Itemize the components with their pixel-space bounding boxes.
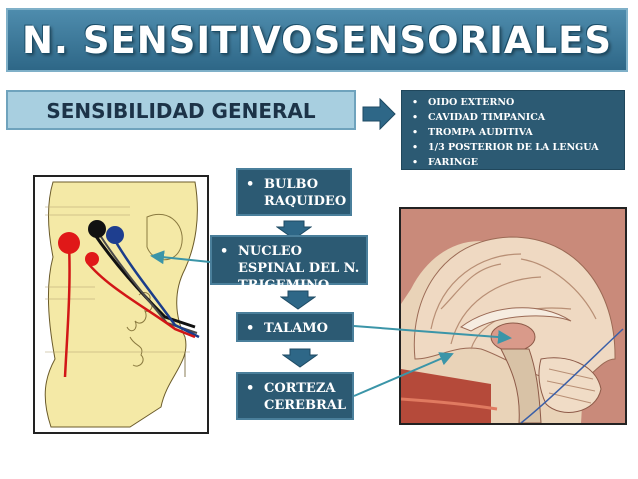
flow-step-label: BULBO RAQUIDEO <box>264 177 347 209</box>
flow-step-bulbo: • BULBO RAQUIDEO <box>236 168 352 216</box>
list-item: TROMPA AUDITIVA <box>412 125 618 140</box>
brainstem-section-image <box>33 175 209 434</box>
list-item: FARINGE <box>412 155 618 170</box>
title-banner: N. SENSITIVOSENSORIALES <box>6 8 628 72</box>
pointer-line-nucleo <box>150 250 211 265</box>
section-label: SENSIBILIDAD GENERAL <box>46 99 316 123</box>
flow-step-label: CORTEZA CEREBRAL <box>264 381 346 413</box>
bullet: • <box>246 321 255 336</box>
bullet: • <box>246 177 255 192</box>
list-item: 1/3 POSTERIOR DE LA LENGUA <box>412 140 618 155</box>
innervation-list-box: OIDO EXTERNO CAVIDAD TIMPANICA TROMPA AU… <box>401 90 625 170</box>
down-arrow-icon <box>282 348 318 368</box>
bullet: • <box>220 244 229 259</box>
right-arrow-icon <box>362 98 396 130</box>
pointer-line-talamo <box>353 325 512 345</box>
pointer-line-corteza <box>353 352 454 397</box>
list-item: CAVIDAD TIMPANICA <box>412 110 618 125</box>
list-item: OIDO EXTERNO <box>412 95 618 110</box>
flow-step-nucleo: • NUCLEO ESPINAL DEL N. TRIGEMINO <box>210 235 368 293</box>
flow-step-corteza: • CORTEZA CEREBRAL <box>236 372 354 420</box>
section-label-box: SENSIBILIDAD GENERAL <box>6 90 356 130</box>
flow-step-talamo: • TALAMO <box>236 312 354 342</box>
bullet: • <box>246 381 255 396</box>
innervation-list: OIDO EXTERNO CAVIDAD TIMPANICA TROMPA AU… <box>412 95 618 170</box>
brainstem-section-drawing <box>44 181 200 428</box>
down-arrow-icon <box>276 220 312 240</box>
flow-step-label: TALAMO <box>264 321 328 336</box>
down-arrow-icon <box>280 290 316 310</box>
flow-step-label: NUCLEO ESPINAL DEL N. TRIGEMINO <box>238 244 360 293</box>
page-title: N. SENSITIVOSENSORIALES <box>21 19 613 62</box>
